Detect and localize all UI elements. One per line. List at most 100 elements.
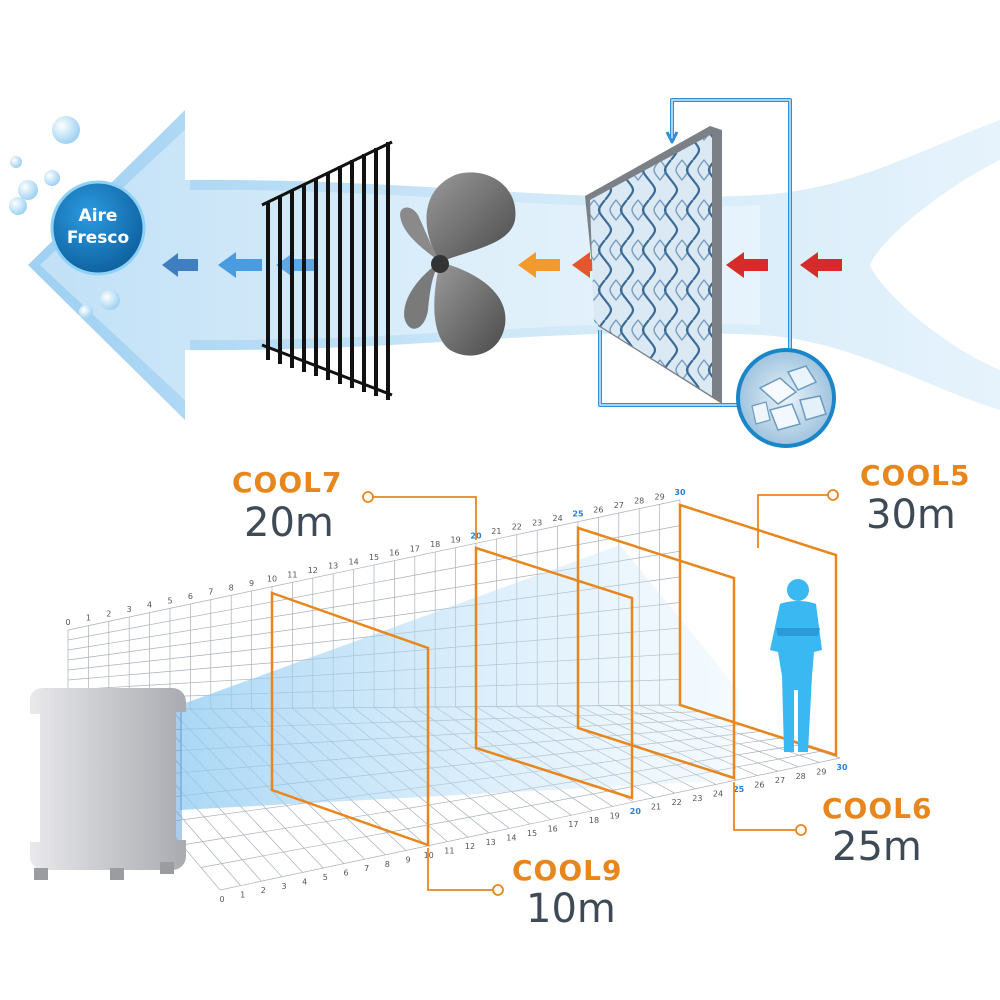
air-beam xyxy=(180,545,738,810)
grid-tick-label: 6 xyxy=(188,592,193,601)
airflow-arrow xyxy=(28,110,1000,420)
zone-label-cool7: COOL7 20m xyxy=(232,466,342,546)
zone-label-cool5: COOL5 30m xyxy=(860,459,970,538)
hot-air-arrows xyxy=(726,252,842,278)
grid-tick-label: 21 xyxy=(491,527,501,536)
grid-tick-label: 1 xyxy=(86,614,91,623)
grid-tick-label: 30 xyxy=(674,488,686,497)
grid-tick-label: 17 xyxy=(410,544,420,553)
grid-tick-label: 14 xyxy=(506,833,516,842)
zone-label-cool9: COOL9 10m xyxy=(512,854,622,932)
zone-distance: 25m xyxy=(832,824,922,870)
bubble-icon xyxy=(9,116,120,319)
grid-tick-label: 25 xyxy=(572,510,584,519)
grid-tick-label: 12 xyxy=(308,566,318,575)
air-cooler-icon xyxy=(30,688,186,880)
grid-tick-label: 4 xyxy=(302,877,307,886)
zone-frame-25m xyxy=(576,526,736,780)
leader-dots xyxy=(362,489,839,896)
grid-tick-label: 5 xyxy=(167,596,172,605)
zone-distance: 10m xyxy=(526,886,616,932)
zone-frame-10m xyxy=(270,591,430,847)
grid-tick-label: 17 xyxy=(568,820,578,829)
grid-tick-label: 30 xyxy=(836,763,848,772)
person-icon xyxy=(770,579,822,752)
grid-tick-label: 18 xyxy=(430,540,440,549)
grid-tick-label: 24 xyxy=(553,514,563,523)
arrow-left-icon xyxy=(518,252,560,278)
grid-tick-label: 3 xyxy=(281,882,286,891)
grid-tick-label: 18 xyxy=(589,816,599,825)
grid-tick-label: 0 xyxy=(219,895,224,904)
grid-tick-label: 5 xyxy=(323,873,328,882)
grid-tick-label: 27 xyxy=(775,776,785,785)
grid-tick-label: 0 xyxy=(65,618,70,627)
airflow-section: Aire Fresco xyxy=(9,98,1000,448)
grid-tick-label: 15 xyxy=(527,829,537,838)
arrow-left-icon xyxy=(800,252,842,278)
grid-tick-label: 16 xyxy=(548,825,558,834)
grid-tick-label: 21 xyxy=(651,803,661,812)
grid-tick-label: 8 xyxy=(229,583,234,592)
badge-line2: Fresco xyxy=(67,228,129,248)
arrow-left-icon xyxy=(162,253,198,277)
grid-tick-label: 11 xyxy=(287,570,297,579)
zone-model: COOL6 xyxy=(822,792,932,825)
grid-tick-label: 19 xyxy=(610,811,620,820)
grid-tick-label: 29 xyxy=(816,767,826,776)
grid-tick-label: 6 xyxy=(343,869,348,878)
zone-distance: 20m xyxy=(244,500,334,546)
zone-frames xyxy=(270,503,838,847)
grille-icon xyxy=(261,140,393,400)
grid-tick-label: 10 xyxy=(267,575,277,584)
grid-tick-label: 1 xyxy=(240,891,245,900)
grid-tick-label: 26 xyxy=(754,781,764,790)
grid-tick-label: 22 xyxy=(512,523,522,532)
grid-tick-label: 19 xyxy=(451,536,461,545)
grid-tick-label: 16 xyxy=(389,549,399,558)
arrow-left-icon xyxy=(276,252,318,278)
grid-tick-label: 3 xyxy=(127,605,132,614)
grid-tick-label: 13 xyxy=(486,838,496,847)
grid-tick-label: 7 xyxy=(364,864,369,873)
grid-tick-label: 26 xyxy=(593,505,603,514)
grid-tick-label: 8 xyxy=(385,860,390,869)
grid-tick-label: 20 xyxy=(630,807,642,816)
zone-model: COOL5 xyxy=(860,459,970,492)
grid-tick-label: 22 xyxy=(672,798,682,807)
zone-model: COOL9 xyxy=(512,854,622,887)
grid-tick-label: 9 xyxy=(249,579,254,588)
grid-tick-label: 11 xyxy=(444,847,454,856)
arrow-left-icon xyxy=(218,252,262,278)
grid-tick-label: 27 xyxy=(614,501,624,510)
cool-air-arrows xyxy=(162,252,318,278)
grid-tick-label: 4 xyxy=(147,601,152,610)
grid-tick-label: 13 xyxy=(328,562,338,571)
badge-line1: Aire xyxy=(79,206,118,226)
grid-tick-label: 15 xyxy=(369,553,379,562)
grid-tick-label: 2 xyxy=(261,886,266,895)
grid-tick-label: 7 xyxy=(208,588,213,597)
zone-frame-30m xyxy=(678,503,838,757)
grid-tick-label: 9 xyxy=(405,855,410,864)
fresh-air-badge: Aire Fresco xyxy=(50,180,146,276)
grid-tick-label: 28 xyxy=(796,772,806,781)
fan-icon xyxy=(400,172,516,356)
ice-icon xyxy=(736,348,836,448)
zone-frame-20m xyxy=(474,546,634,800)
grid-tick-label: 14 xyxy=(349,557,359,566)
zone-label-cool6: COOL6 25m xyxy=(822,792,932,870)
grid-tick-label: 25 xyxy=(733,785,745,794)
grid-tick-label: 29 xyxy=(655,492,665,501)
leader-lines xyxy=(371,494,830,891)
grid-tick-label: 24 xyxy=(713,789,723,798)
grid-tick-label: 28 xyxy=(634,497,644,506)
zone-model: COOL7 xyxy=(232,466,342,499)
cooling-pad-icon xyxy=(585,126,722,404)
grid-tick-label: 12 xyxy=(465,842,475,851)
grid-tick-label: 23 xyxy=(532,518,542,527)
arrow-left-icon xyxy=(726,252,768,278)
